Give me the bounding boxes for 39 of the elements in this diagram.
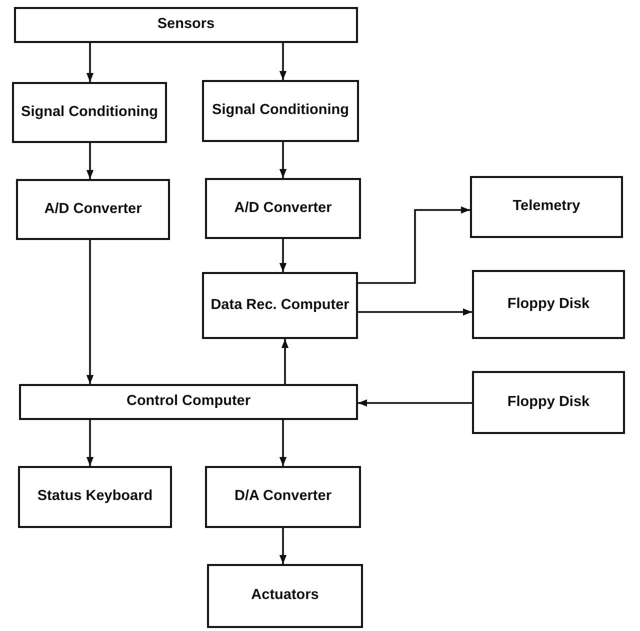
arrow: [279, 420, 287, 466]
arrow: [86, 43, 94, 82]
box-label: Control Computer: [125, 392, 252, 412]
arrow: [279, 528, 287, 564]
box-label: A/D Converter: [233, 198, 333, 218]
box-label: Data Rec. Computer: [210, 296, 350, 315]
process-box: [205, 466, 361, 528]
arrow: [86, 143, 94, 179]
box-label: Status Keyboard: [36, 487, 154, 506]
box-label: Signal Conditioning: [211, 101, 350, 120]
process-box: [472, 270, 625, 339]
arrow: [281, 339, 289, 384]
process-box: [472, 371, 625, 434]
box-label: Telemetry: [512, 197, 582, 216]
box-label: Floppy Disk: [506, 392, 591, 412]
arrow: [86, 420, 94, 466]
arrow: [86, 240, 94, 384]
process-box: [202, 80, 359, 142]
process-box: [207, 564, 363, 628]
process-box: [18, 466, 172, 528]
box-label: Floppy Disk: [506, 294, 591, 314]
box-label: A/D Converter: [43, 200, 143, 219]
box-label: Actuators: [250, 586, 320, 606]
arrow: [279, 142, 287, 178]
arrow: [358, 206, 470, 284]
box-label: D/A Converter: [234, 487, 332, 506]
process-box: [202, 272, 358, 339]
box-label: Signal Conditioning: [20, 102, 159, 122]
process-box: [14, 7, 358, 43]
arrow: [358, 399, 472, 407]
arrow: [279, 43, 287, 80]
arrow: [279, 239, 287, 272]
process-box: [19, 384, 358, 420]
process-box: [205, 178, 361, 239]
process-box: [470, 176, 623, 238]
box-label: Sensors: [156, 15, 216, 34]
process-box: [16, 179, 170, 240]
process-box: [12, 82, 167, 143]
arrow: [358, 308, 472, 316]
